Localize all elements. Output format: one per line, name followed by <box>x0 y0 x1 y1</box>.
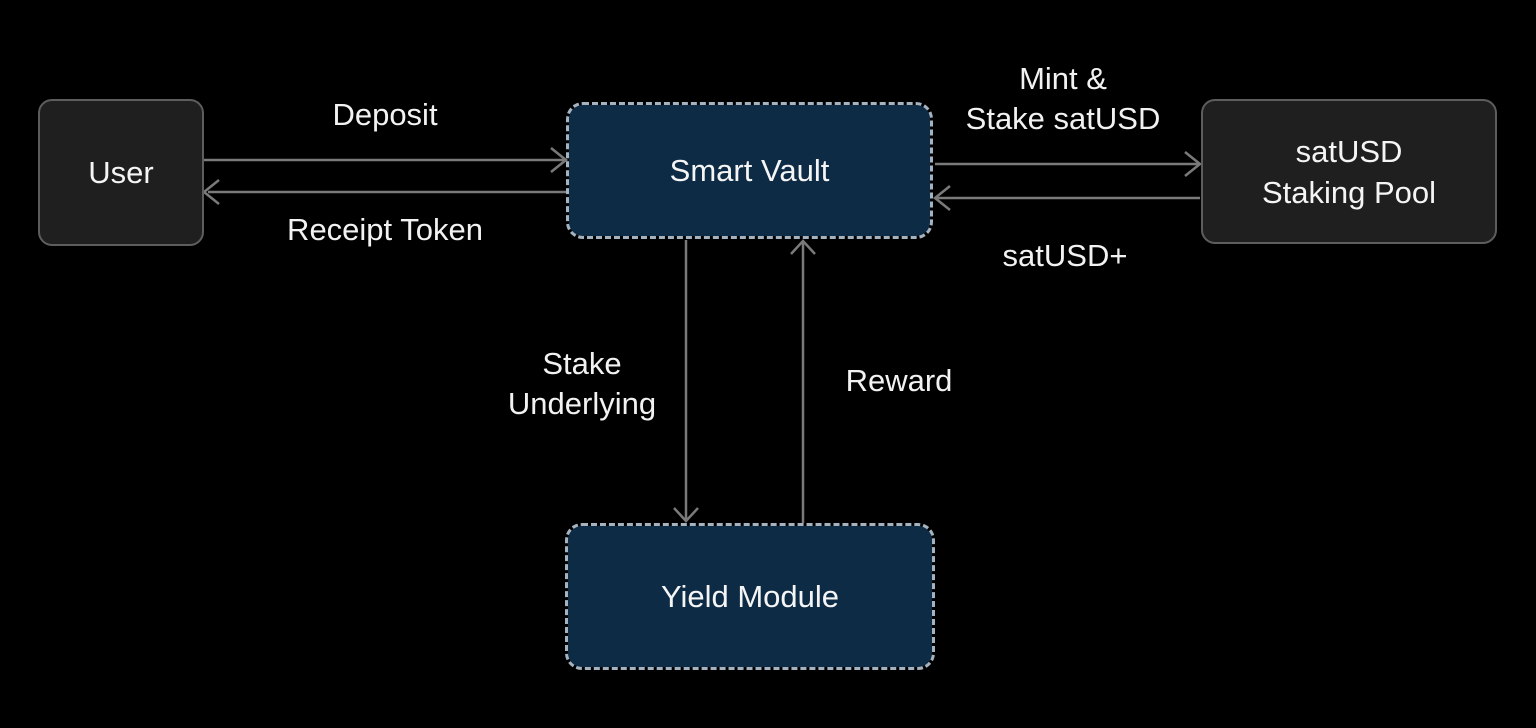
edge-label-stake-underlying-line2: Underlying <box>507 386 657 421</box>
edge-label-mint-stake: Mint & Stake satUSD <box>966 59 1161 139</box>
edge-label-satusd-plus: satUSD+ <box>1002 238 1128 273</box>
arrow-satusd-plus <box>932 185 1200 211</box>
arrow-mint-stake-head <box>1184 151 1203 177</box>
arrow-reward-head <box>790 239 816 255</box>
node-staking-pool: satUSD Staking Pool <box>1201 99 1497 244</box>
edge-label-mint-stake-line2: Stake satUSD <box>965 101 1161 136</box>
edge-label-mint-stake-line1: Mint & <box>1019 61 1107 96</box>
node-smart-vault: Smart Vault <box>566 102 933 239</box>
arrow-stake-underlying-head <box>673 507 699 523</box>
node-yield-module-label: Yield Module <box>660 579 840 614</box>
edge-label-reward: Reward <box>845 363 953 398</box>
node-user-label: User <box>88 155 154 190</box>
node-staking-pool-label-line2: Staking Pool <box>1261 174 1437 210</box>
arrow-reward <box>790 239 816 523</box>
arrow-receipt-token <box>201 179 566 205</box>
edge-label-receipt-token: Receipt Token <box>287 212 483 247</box>
arrow-stake-underlying <box>673 240 699 523</box>
node-smart-vault-label: Smart Vault <box>669 153 830 188</box>
edge-label-stake-underlying: Stake Underlying <box>508 344 656 424</box>
node-staking-pool-label-line1: satUSD <box>1295 133 1403 169</box>
arrow-deposit <box>204 147 569 173</box>
arrow-satusd-plus-head <box>932 185 951 211</box>
node-yield-module: Yield Module <box>565 523 935 670</box>
arrow-mint-stake <box>935 151 1203 177</box>
node-user: User <box>38 99 204 246</box>
arrow-receipt-token-head <box>201 179 220 205</box>
edge-label-stake-underlying-line1: Stake <box>542 346 622 381</box>
edge-label-deposit: Deposit <box>332 97 438 132</box>
